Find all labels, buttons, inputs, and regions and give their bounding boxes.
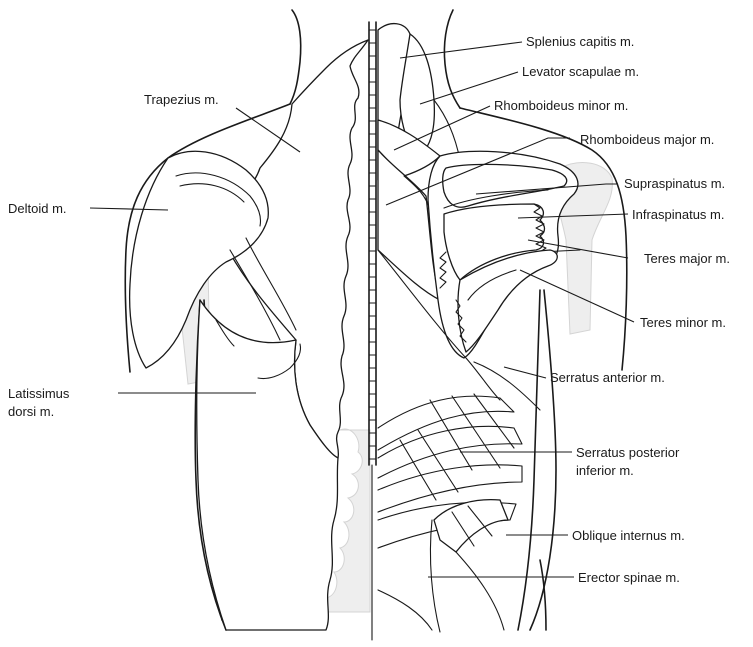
oblique-internus-block <box>434 500 508 552</box>
label-serratus-posterior-line1: Serratus posterior <box>576 445 680 460</box>
serratus-posterior-inferior <box>378 394 522 552</box>
lower-back-line <box>378 590 432 630</box>
labels-right: Splenius capitis m. Levator scapulae m. … <box>386 34 730 585</box>
neck-left-contour <box>290 10 301 104</box>
label-erector-spinae: Erector spinae m. <box>578 570 680 585</box>
label-serratus-anterior: Serratus anterior m. <box>550 370 665 385</box>
spine-segments <box>369 30 376 459</box>
label-teres-major: Teres major m. <box>644 251 730 266</box>
band-diagonal-2 <box>400 430 458 500</box>
label-supraspinatus: Supraspinatus m. <box>624 176 725 191</box>
band-1 <box>378 396 514 450</box>
right-arm-inner <box>518 290 540 630</box>
label-levator-scapulae: Levator scapulae m. <box>522 64 639 79</box>
label-trapezius: Trapezius m. <box>144 92 219 107</box>
label-deltoid: Deltoid m. <box>8 201 67 216</box>
label-rhomboideus-minor: Rhomboideus minor m. <box>494 98 628 113</box>
leader-serratus-anterior <box>504 367 546 378</box>
label-latissimus-line2: dorsi m. <box>8 404 54 419</box>
serratus-anterior-border-2 <box>474 362 540 410</box>
label-infraspinatus: Infraspinatus m. <box>632 207 725 222</box>
label-teres-minor: Teres minor m. <box>640 315 726 330</box>
label-rhomboideus-major: Rhomboideus major m. <box>580 132 714 147</box>
label-serratus-posterior-line2: inferior m. <box>576 463 634 478</box>
label-splenius-capitis: Splenius capitis m. <box>526 34 634 49</box>
waist-right <box>540 560 546 630</box>
label-oblique-internus: Oblique internus m. <box>572 528 685 543</box>
left-superficial-muscles <box>130 40 368 630</box>
erector-spinae-inner <box>456 552 504 630</box>
label-latissimus-line1: Latissimus <box>8 386 70 401</box>
